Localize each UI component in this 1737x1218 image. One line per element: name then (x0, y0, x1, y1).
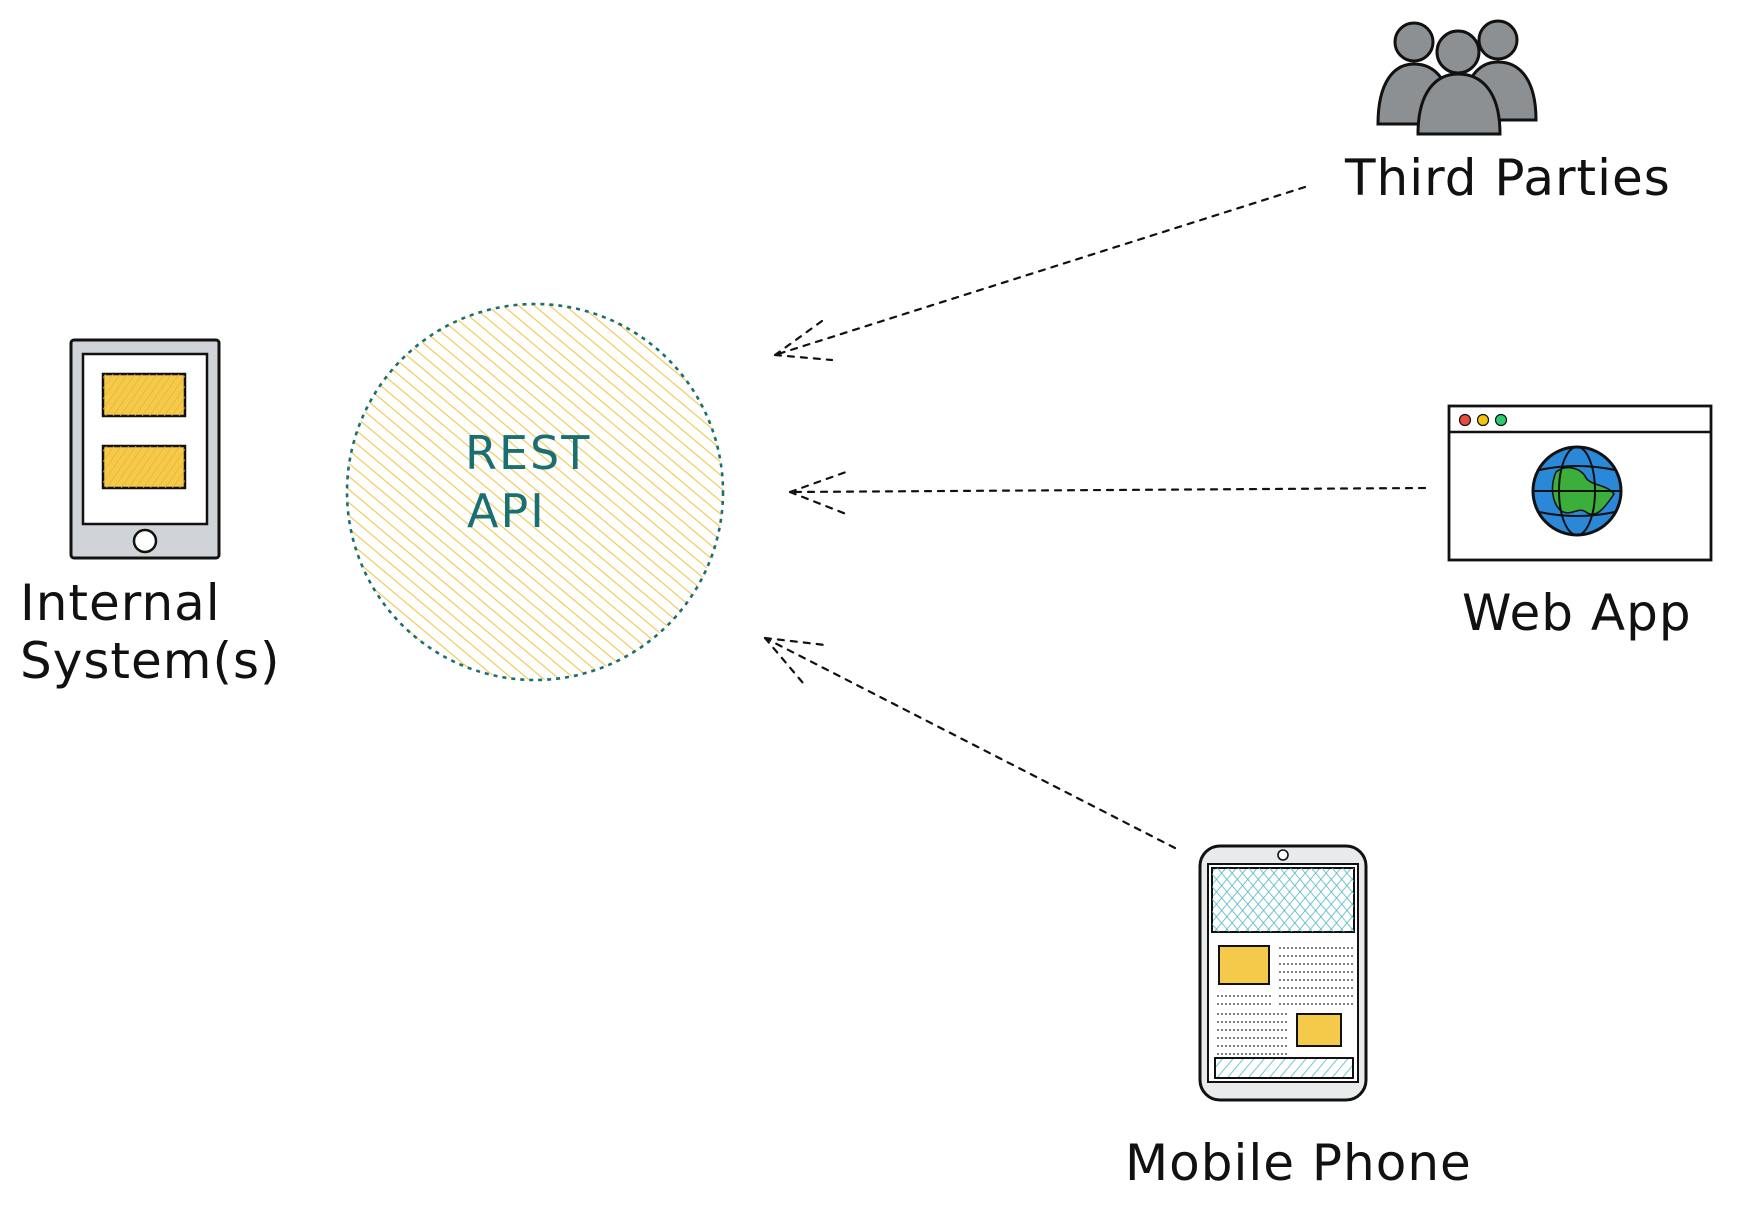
third-parties-node (1370, 12, 1550, 137)
web-app-node (1446, 402, 1716, 564)
rest-api-node: REST API (340, 300, 730, 685)
internal-system-label-line1: Internal (20, 574, 221, 632)
internal-system-label-line2: System(s) (20, 631, 281, 690)
people-group-icon (1376, 19, 1538, 136)
arrowhead-mobile-phone (763, 636, 827, 685)
web-app-label: Web App (1462, 584, 1692, 642)
rest-api-label: REST API (465, 425, 591, 540)
tablet-icon (69, 338, 221, 560)
rest-api-circle (345, 302, 725, 682)
globe-icon (1531, 445, 1623, 537)
connector-web-app-to-api (788, 486, 1427, 494)
browser-window-icon (1447, 404, 1713, 562)
arrowhead-web-app (788, 470, 848, 516)
arrowhead-third-parties (773, 319, 834, 362)
internal-system-node (66, 336, 226, 561)
third-parties-label: Third Parties (1345, 149, 1671, 207)
rest-api-label-line1: REST (465, 426, 592, 480)
mobile-phone-label: Mobile Phone (1125, 1134, 1472, 1192)
connector-third-parties-to-api (773, 185, 1307, 357)
mobile-phone-icon (1198, 844, 1368, 1102)
mobile-phone-node (1195, 842, 1373, 1104)
rest-api-label-line2: API (467, 483, 546, 538)
internal-system-label: Internal System(s) (20, 574, 281, 690)
connector-mobile-phone-to-api (763, 636, 1177, 850)
